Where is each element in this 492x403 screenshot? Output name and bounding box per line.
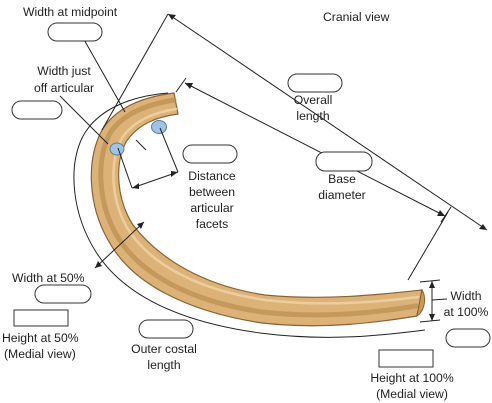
- label-height-50-line2: (Medial view): [4, 347, 76, 361]
- overall-length-extension: [101, 13, 169, 131]
- label-base-diameter-line2: diameter: [318, 188, 365, 202]
- answer-boxes: [11, 22, 491, 368]
- box-distance-facets[interactable]: [182, 144, 238, 164]
- facet-distance-tick-left: [117, 147, 133, 189]
- width-50-line: [94, 221, 145, 269]
- label-width-100-line2: at 100%: [444, 305, 489, 319]
- label-outer-costal-line2: length: [147, 358, 180, 372]
- midpoint-arrow: [135, 139, 147, 151]
- label-height-100-line2: (Medial view): [376, 387, 448, 401]
- label-width-off-articular-line2: off articular: [34, 81, 94, 95]
- rib-shading: [98, 97, 419, 318]
- articular-facet-head: [109, 142, 125, 156]
- rib-end-cap: [416, 288, 426, 318]
- box-height-100[interactable]: [378, 349, 434, 368]
- width-100-tick-bottom: [419, 319, 441, 323]
- facet-distance-tick-right: [159, 127, 179, 173]
- label-outer-costal-line1: Outer costal: [131, 342, 197, 356]
- rib-outline: [90, 92, 423, 327]
- rib-illustration: [90, 92, 426, 327]
- measurement-lines: [59, 13, 488, 338]
- articular-facet-tubercle: [151, 120, 167, 134]
- outer-costal-arc: [73, 92, 426, 338]
- label-width-50: Width at 50%: [12, 271, 85, 285]
- box-width-50[interactable]: [34, 284, 92, 304]
- label-height-50-line1: Height at 50%: [2, 331, 79, 345]
- base-diameter-tick-left: [175, 77, 187, 93]
- rib-highlight: [112, 107, 420, 305]
- label-distance-facets-line3: articular: [190, 201, 233, 215]
- width-100-leader: [431, 298, 448, 301]
- arrowheads: [95, 14, 487, 321]
- view-label: Cranial view: [323, 10, 390, 24]
- label-distance-facets-line1: Distance: [188, 169, 236, 183]
- label-distance-facets-line4: facets: [196, 217, 229, 231]
- overall-length-line: [167, 13, 488, 231]
- label-distance-facets-line2: between: [189, 185, 235, 199]
- width-midpoint-leader: [81, 35, 126, 113]
- label-width-100-line1: Width: [450, 289, 481, 303]
- label-base-diameter-line1: Base: [328, 172, 356, 186]
- base-diameter-line: [184, 82, 446, 217]
- label-width-midpoint: Width at midpoint: [23, 5, 118, 19]
- box-base-diameter[interactable]: [315, 151, 373, 172]
- label-width-off-articular-line1: Width just: [37, 64, 91, 78]
- box-width-off-articular[interactable]: [11, 100, 63, 120]
- width-off-articular-leader: [59, 95, 109, 145]
- label-height-100-line1: Height at 100%: [370, 371, 454, 385]
- box-height-50[interactable]: [13, 309, 69, 327]
- width-100-tick-top: [419, 279, 441, 283]
- box-outer-costal[interactable]: [138, 319, 194, 339]
- box-overall-length[interactable]: [287, 73, 343, 93]
- box-width-100[interactable]: [445, 328, 491, 348]
- label-overall-length-line1: Overall: [294, 93, 333, 107]
- facet-distance-line: [131, 171, 179, 189]
- base-diameter-drop: [407, 211, 449, 281]
- box-width-midpoint[interactable]: [47, 22, 103, 42]
- label-overall-length-line2: length: [296, 109, 329, 123]
